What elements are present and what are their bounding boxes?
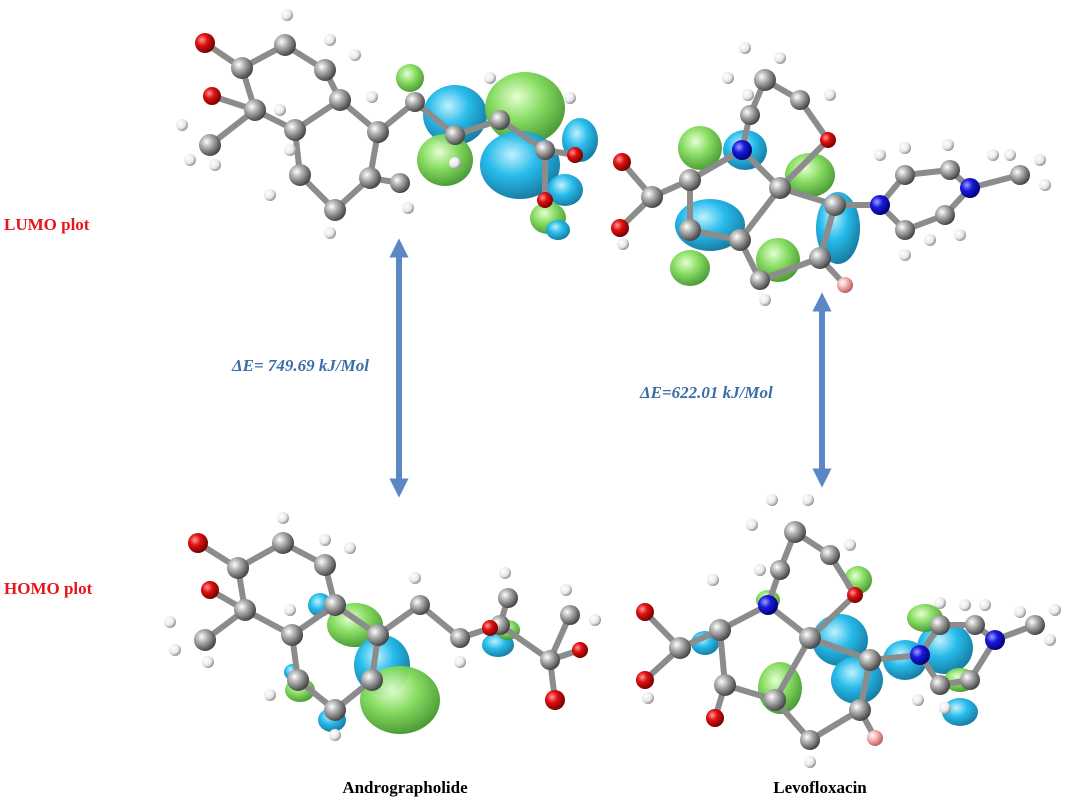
levofloxacin-homo-atoms — [636, 494, 1061, 768]
andrographolide-lumo-atoms — [176, 9, 583, 239]
andrographolide-energy-gap-label: ΔE= 749.69 kJ/Mol — [232, 356, 369, 375]
homo-row-label: HOMO plot — [4, 579, 93, 598]
levofloxacin-energy-gap-label: ΔE=622.01 kJ/Mol — [640, 383, 773, 402]
andrographolide-homo-atoms — [164, 512, 601, 741]
levofloxacin-name: Levofloxacin — [773, 778, 867, 797]
andrographolide-name: Andrographolide — [342, 778, 468, 797]
levofloxacin-homo-structure — [636, 494, 1061, 768]
andrographolide-lumo-structure — [176, 9, 598, 240]
levofloxacin-lumo-structure — [611, 42, 1051, 306]
lumo-row-label: LUMO plot — [4, 215, 90, 234]
andrographolide-homo-structure — [164, 512, 601, 741]
levofloxacin-lumo-atoms — [611, 42, 1051, 306]
